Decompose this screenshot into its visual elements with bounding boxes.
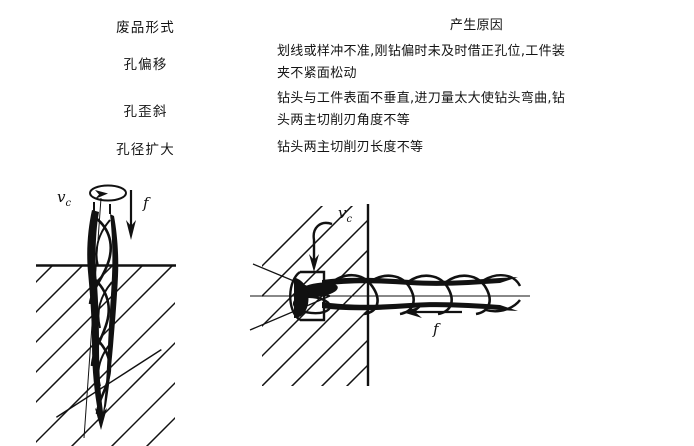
column-header-defect-form: 废品形式 [116,20,175,36]
defect-causes-table: 废品形式 产生原因 孔偏移 划线或样冲不准,刚钻偏时未及时借正孔位,工件装 夹不… [14,13,676,163]
table-row: 孔偏移 划线或样冲不准,刚钻偏时未及时借正孔位,工件装 夹不紧面松动 [14,39,676,86]
twist-drill-horizontal [289,270,522,322]
feed-arrow-right [402,306,462,318]
cause-line: 夹不紧面松动 [277,65,357,81]
rotation-arrow-right [309,221,333,272]
table-row: 孔歪斜 钻头与工件表面不垂直,进刀量太大使钻头弯曲,钻 头两主切削刃角度不等 [14,86,676,133]
hole-cone-lower-right [249,295,331,331]
figure-vertical-drilling: vc f [36,184,176,446]
defect-name: 孔偏移 [123,56,168,73]
table-header-row: 废品形式 产生原因 [14,13,676,39]
rotation-arrow-left [89,184,127,202]
workpiece-hatching-left [36,266,175,446]
feed-label-left: f [142,194,151,212]
table-row: 孔径扩大 钻头两主切削刃长度不等 [14,133,676,163]
twist-drill-vertical [87,202,119,430]
defect-name: 孔径扩大 [116,142,175,158]
feed-arrow-left [126,190,136,240]
column-header-cause: 产生原因 [449,18,504,34]
cutting-speed-label-left: vc [57,188,71,209]
cutting-speed-label-right: vc [338,204,352,225]
cause-line: 划线或样冲不准,刚钻偏时未及时借正孔位,工件装 [277,44,566,60]
defect-cause: 钻头与工件表面不垂直,进刀量太大使钻头弯曲,钻 头两主切削刃角度不等 [277,86,676,133]
defect-name: 孔歪斜 [123,103,168,120]
defect-cause: 划线或样冲不准,刚钻偏时未及时借正孔位,工件装 夹不紧面松动 [277,39,676,86]
cause-line: 钻头与工件表面不垂直,进刀量太大使钻头弯曲,钻 [277,91,566,107]
feed-label-right: f [432,320,441,338]
cause-line: 钻头两主切削刃长度不等 [277,140,424,156]
defect-cause: 钻头两主切削刃长度不等 [277,133,676,163]
cause-line: 头两主切削刃角度不等 [277,112,411,128]
figure-horizontal-drilling: vc f [249,204,530,386]
figure-group: vc f [0,168,694,446]
